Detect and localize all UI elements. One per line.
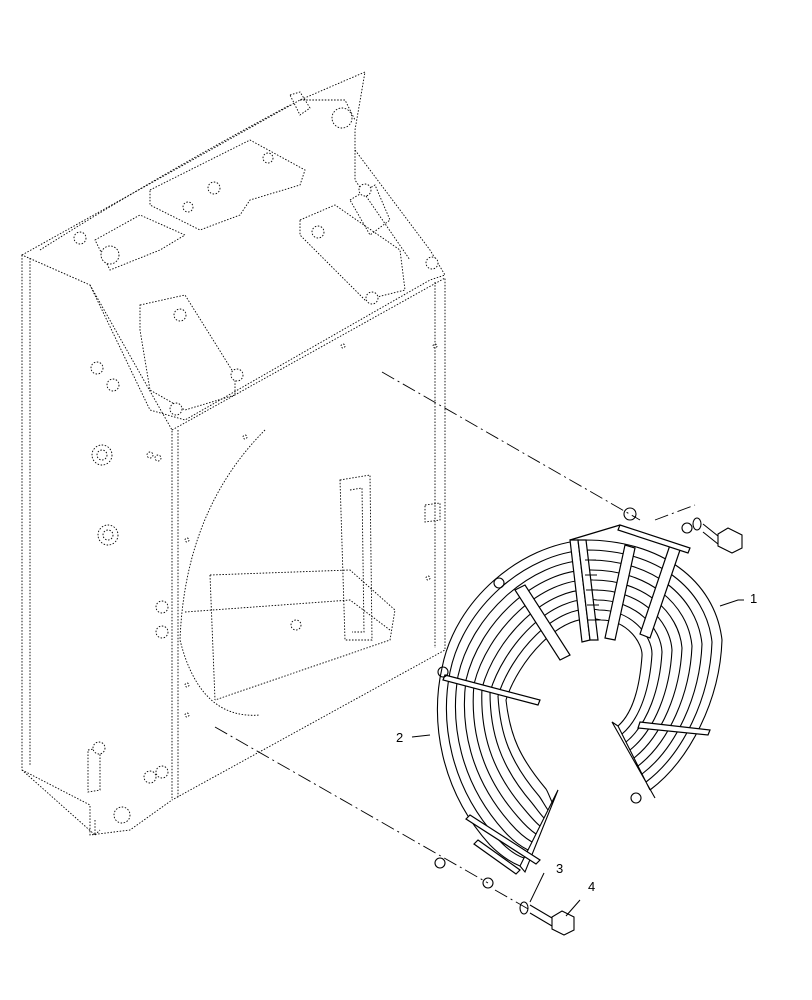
bolt-part-4 <box>529 904 575 936</box>
fan-guard <box>434 507 723 889</box>
callout-leaders <box>411 599 744 917</box>
upper-hardware <box>692 517 743 554</box>
alignment-lines <box>214 371 696 911</box>
washer-part-3 <box>519 901 529 915</box>
callout-3: 3 <box>556 861 563 876</box>
callout-2: 2 <box>396 730 403 745</box>
callout-1: 1 <box>750 591 757 606</box>
callout-4: 4 <box>588 879 595 894</box>
frame-bolts <box>73 107 439 824</box>
radiator-frame <box>20 71 446 837</box>
